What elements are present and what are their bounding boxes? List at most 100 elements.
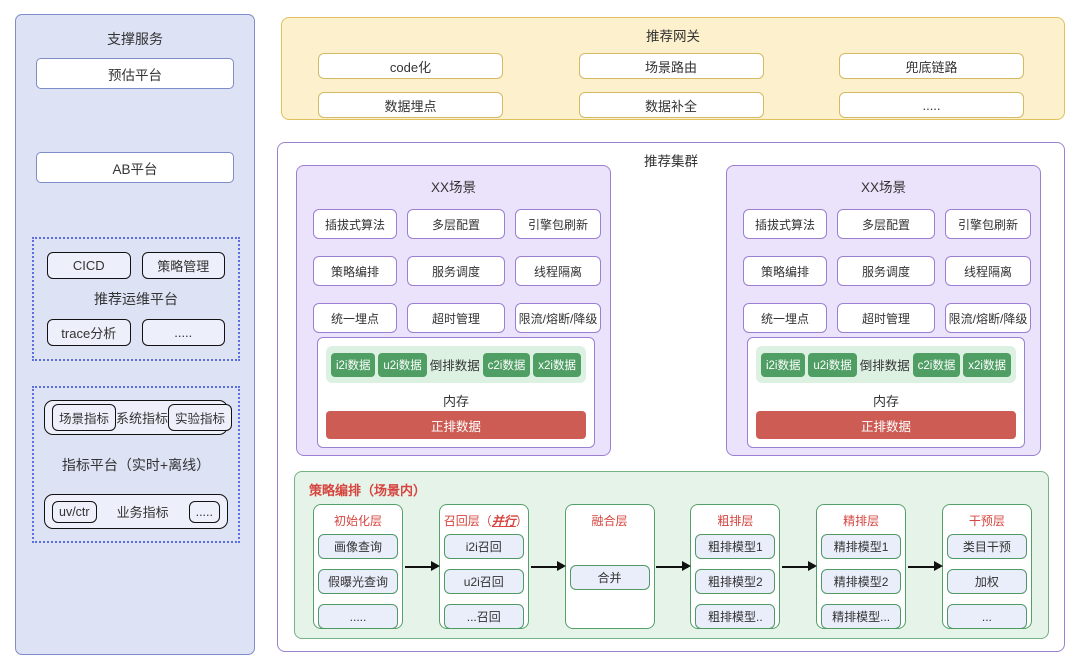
scenario-feature-box: 限流/熔断/降级 <box>945 303 1031 333</box>
scenario-feature-box: 超时管理 <box>837 303 935 333</box>
ab-platform-box: AB平台 <box>36 152 234 183</box>
flow-stage-item: 粗排模型1 <box>695 534 776 559</box>
ops-platform-label: 推荐运维平台 <box>94 291 178 307</box>
flow-stage-item: 精排模型2 <box>821 569 902 594</box>
flow-stage-title-emphasis: 并行 <box>491 514 516 528</box>
ops-item-box: trace分析 <box>47 319 131 346</box>
strategy-flow-panel: 策略编排（场景内） 初始化层画像查询假曝光查询..... 召回层（并行） i2i召回… <box>294 471 1049 639</box>
ops-item-box: 策略管理 <box>141 252 225 279</box>
flow-stage-items: 画像查询假曝光查询..... <box>318 534 398 629</box>
scenario-box: XX场景插拔式算法多层配置引擎包刷新策略编排服务调度线程隔离统一埋点超时管理限流… <box>726 165 1041 456</box>
scenario-feature-box: 插拔式算法 <box>743 209 827 239</box>
strategy-flow-row: 初始化层画像查询假曝光查询..... 召回层（并行） i2i召回 u2i召回 ...召回… <box>295 499 1048 629</box>
flow-arrow-icon <box>404 561 440 572</box>
flow-stage-title: 融合层 <box>591 514 628 528</box>
flow-stage-item: ..... <box>318 604 398 629</box>
flow-stage: 初始化层画像查询假曝光查询..... <box>313 504 403 629</box>
flow-stage-item: 粗排模型2 <box>695 569 776 594</box>
data-chip: i2i数据 <box>760 352 806 377</box>
metric-item-box: uv/ctr <box>52 500 97 523</box>
flow-stage-item: 精排模型... <box>821 604 902 629</box>
scenario-feature-box: 服务调度 <box>837 256 935 286</box>
flow-stage-item: u2i召回 <box>443 569 524 594</box>
flow-stage-items: 精排模型1 精排模型2 精排模型... <box>821 534 902 629</box>
flow-stage-item: i2i召回 <box>443 534 524 559</box>
data-row-label: 倒排数据 <box>429 359 480 373</box>
scenario-feature-box: 线程隔离 <box>515 256 601 286</box>
ops-bottom-row: trace分析..... <box>47 319 225 346</box>
flow-arrow-icon <box>656 561 692 572</box>
scenario-feature-box: 统一埋点 <box>743 303 827 333</box>
forward-data-bar: 正排数据 <box>326 411 586 439</box>
scenario-feature-box: 策略编排 <box>313 256 397 286</box>
scenario-feature-box: 超时管理 <box>407 303 505 333</box>
flow-stage-item: 合并 <box>569 565 650 590</box>
data-chip: c2i数据 <box>912 352 961 377</box>
data-chip: u2i数据 <box>378 352 427 377</box>
flow-arrow-icon <box>782 561 818 572</box>
flow-stage-items: i2i召回 u2i召回 ...召回 <box>443 534 524 629</box>
ops-item-box: CICD <box>47 252 131 279</box>
data-chip: x2i数据 <box>533 352 581 377</box>
data-chip: c2i数据 <box>482 352 531 377</box>
ops-item-box: ..... <box>141 319 225 346</box>
memory-label: 内存 <box>442 394 469 409</box>
scenario-feature-box: 策略编排 <box>743 256 827 286</box>
gateway-feature-box: 数据埋点 <box>318 92 503 118</box>
metric-item-box: 场景指标 <box>52 404 117 431</box>
scenario-feature-box: 线程隔离 <box>945 256 1031 286</box>
gateway-feature-box: code化 <box>318 53 503 79</box>
flow-stage-item: 类目干预 <box>946 534 1027 559</box>
data-row-label: 倒排数据 <box>859 359 910 373</box>
flow-stage-item: 精排模型1 <box>821 534 902 559</box>
metric-item-box: 实验指标 <box>168 404 233 431</box>
flow-stage: 干预层类目干预加权... <box>941 504 1032 629</box>
cluster-title: 推荐集群 <box>644 154 698 169</box>
flow-stage-item: ...召回 <box>443 604 524 629</box>
flow-stage-item: 画像查询 <box>318 534 398 559</box>
flow-stage-items: 类目干预加权... <box>946 534 1027 629</box>
metric-item-label: 系统指标 <box>116 411 169 426</box>
data-chip: x2i数据 <box>963 352 1011 377</box>
flow-stage-item: 假曝光查询 <box>318 569 398 594</box>
flow-stage-items: 合并 <box>569 534 650 621</box>
scenario-box: XX场景插拔式算法多层配置引擎包刷新策略编排服务调度线程隔离统一埋点超时管理限流… <box>296 165 611 456</box>
ops-platform-group: CICD 策略管理 推荐运维平台 trace分析..... <box>32 237 240 361</box>
flow-stage-title: 召回层（并行） <box>443 514 528 528</box>
scenario-feature-box: 统一埋点 <box>313 303 397 333</box>
scenario-feature-box: 多层配置 <box>407 209 505 239</box>
forward-data-bar: 正排数据 <box>756 411 1016 439</box>
metric-item-box: ..... <box>188 500 220 523</box>
ops-top-row: CICD 策略管理 <box>47 252 225 279</box>
flow-arrow-icon <box>530 561 566 572</box>
memory-label: 内存 <box>872 394 899 409</box>
recommend-cluster-panel: 推荐集群 策略编排（场景内） 初始化层画像查询假曝光查询..... 召回层（并行）… <box>277 142 1065 652</box>
data-chip: i2i数据 <box>330 352 376 377</box>
flow-stage-title: 初始化层 <box>333 514 382 528</box>
scenario-feature-box: 限流/熔断/降级 <box>515 303 601 333</box>
scenario-feature-box: 引擎包刷新 <box>515 209 601 239</box>
gateway-feature-box: 兜底链路 <box>839 53 1024 79</box>
gateway-title: 推荐网关 <box>646 29 700 44</box>
estimation-platform-box: 预估平台 <box>36 58 234 89</box>
data-chip: u2i数据 <box>808 352 857 377</box>
gateway-feature-grid: code化场景路由兜底链路数据埋点数据补全..... <box>282 45 1064 118</box>
scenario-feature-box: 引擎包刷新 <box>945 209 1031 239</box>
gateway-feature-box: 场景路由 <box>578 53 764 79</box>
flow-stage: 召回层（并行） i2i召回 u2i召回 ...召回 <box>438 504 529 629</box>
flow-stage: 融合层合并 <box>564 504 655 629</box>
gateway-feature-box: ..... <box>839 92 1024 118</box>
flow-stage-item: 加权 <box>946 569 1027 594</box>
flow-arrow-icon <box>908 561 944 572</box>
strategy-flow-title: 策略编排（场景内） <box>309 483 427 498</box>
